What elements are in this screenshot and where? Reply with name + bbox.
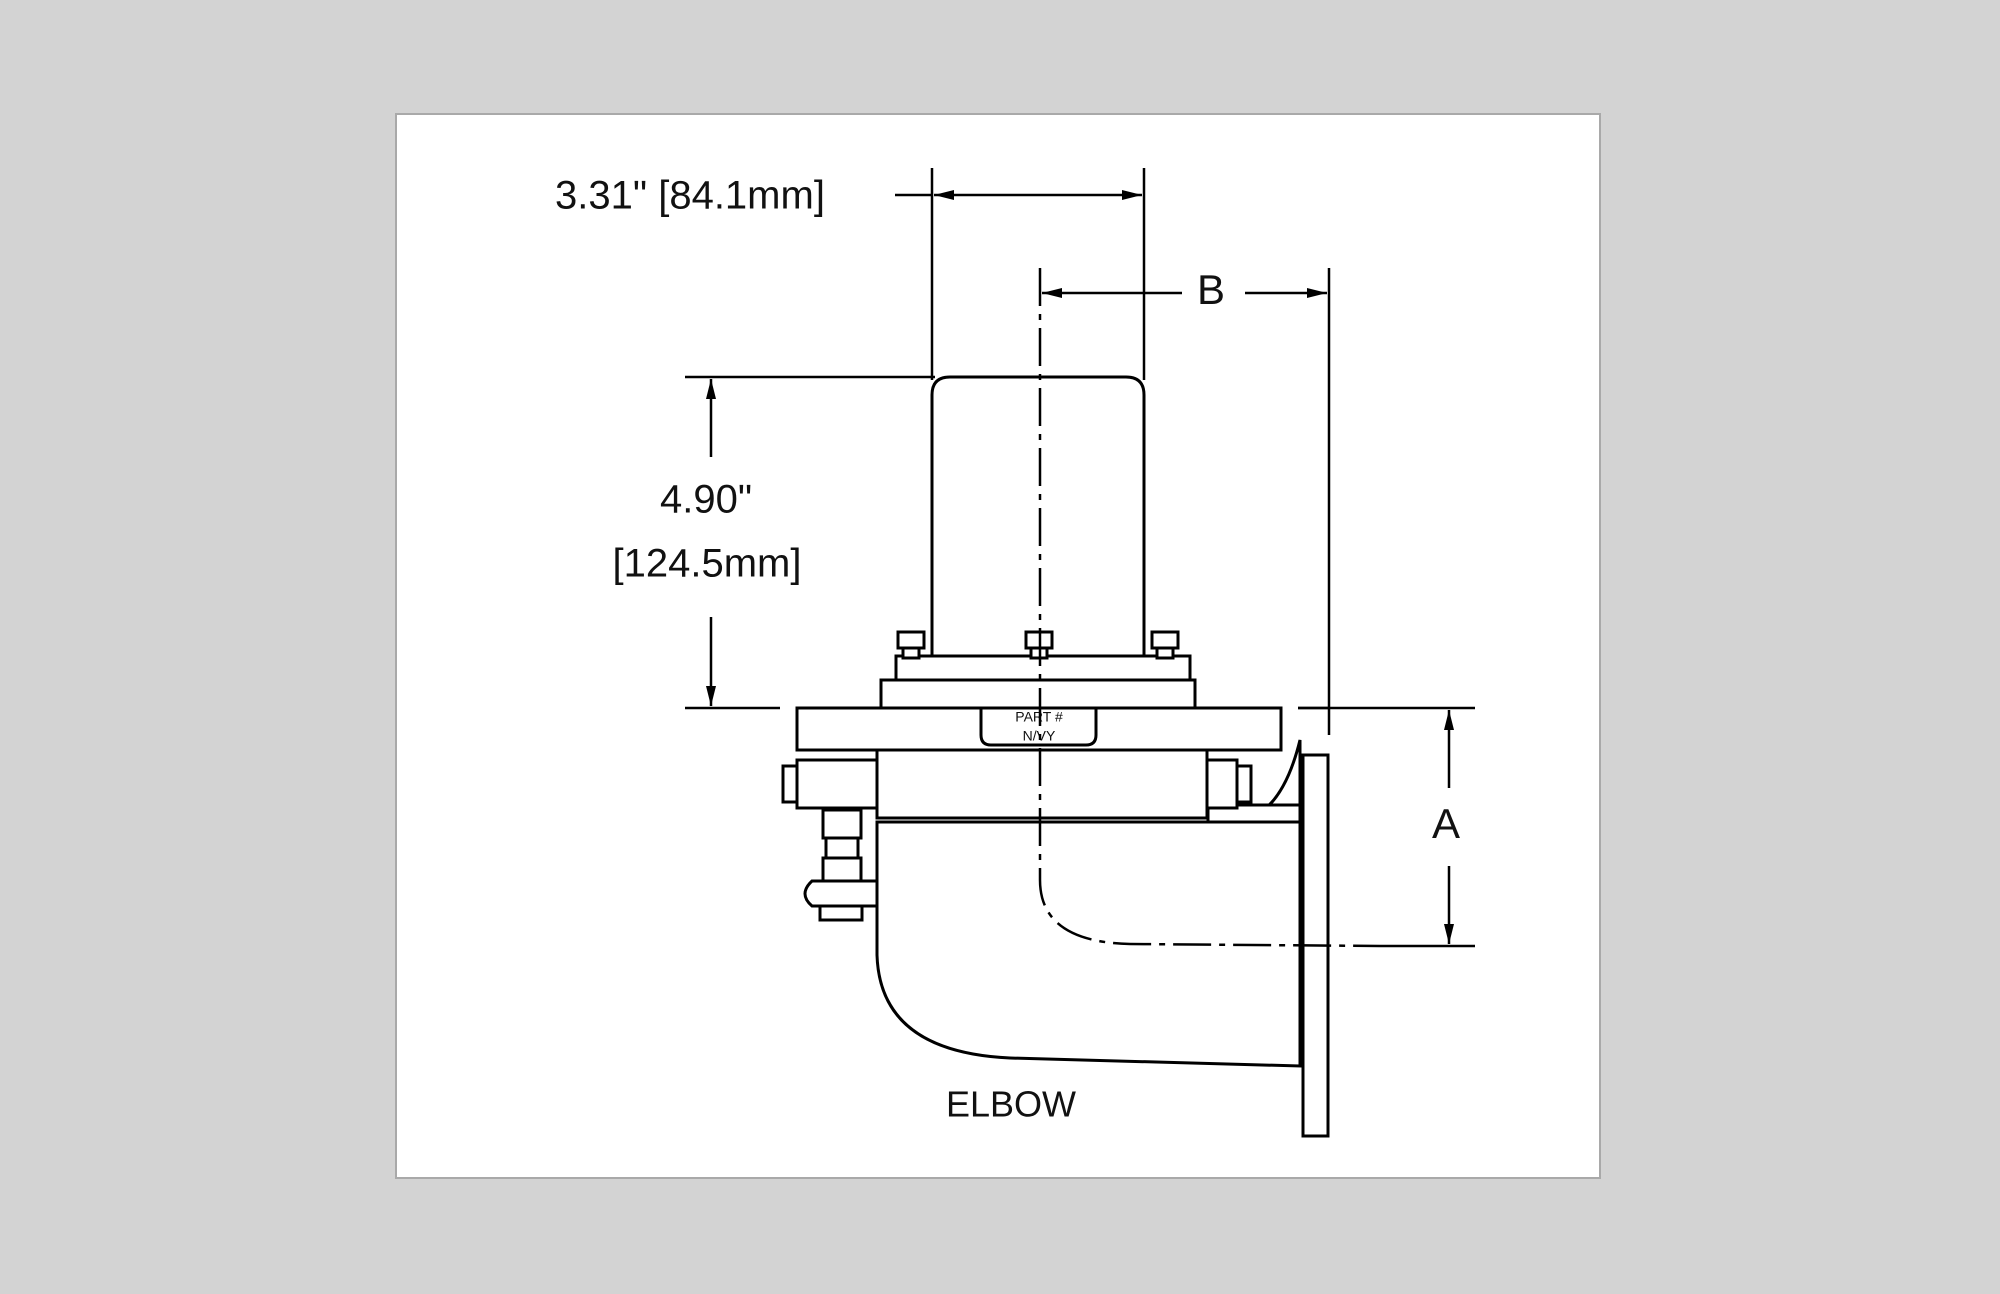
- top-bolt-right: [1150, 630, 1180, 660]
- width-dimension-label: 3.31" [84.1mm]: [555, 174, 825, 218]
- side-bolt-left: [781, 758, 879, 810]
- b-dimension: B: [1042, 266, 1331, 735]
- a-dimension-label: A: [1432, 800, 1460, 847]
- side-bolt-right: [1205, 758, 1253, 810]
- cylinder-housing: [930, 375, 1146, 658]
- top-bolt-left: [896, 630, 926, 660]
- hex-coupling: [818, 808, 864, 922]
- a-dimension: A: [1298, 706, 1475, 948]
- top-plate: [894, 654, 1192, 682]
- b-dimension-label: B: [1197, 266, 1225, 313]
- height-dimension-mm-label: [124.5mm]: [613, 542, 802, 586]
- drawing-caption: ELBOW: [946, 1084, 1076, 1125]
- height-dimension-inch-label: 4.90": [660, 478, 752, 522]
- elbow-assembly: PART # N/VY: [781, 268, 1381, 1138]
- mounting-plate: [879, 678, 1197, 710]
- body-upper: [875, 748, 1209, 820]
- width-dimension: 3.31" [84.1mm]: [555, 168, 1146, 380]
- centerline: [1038, 268, 1381, 948]
- part-stamp: [979, 706, 1098, 747]
- height-dimension: 4.90" [124.5mm]: [613, 375, 935, 710]
- side-lug: [803, 879, 879, 908]
